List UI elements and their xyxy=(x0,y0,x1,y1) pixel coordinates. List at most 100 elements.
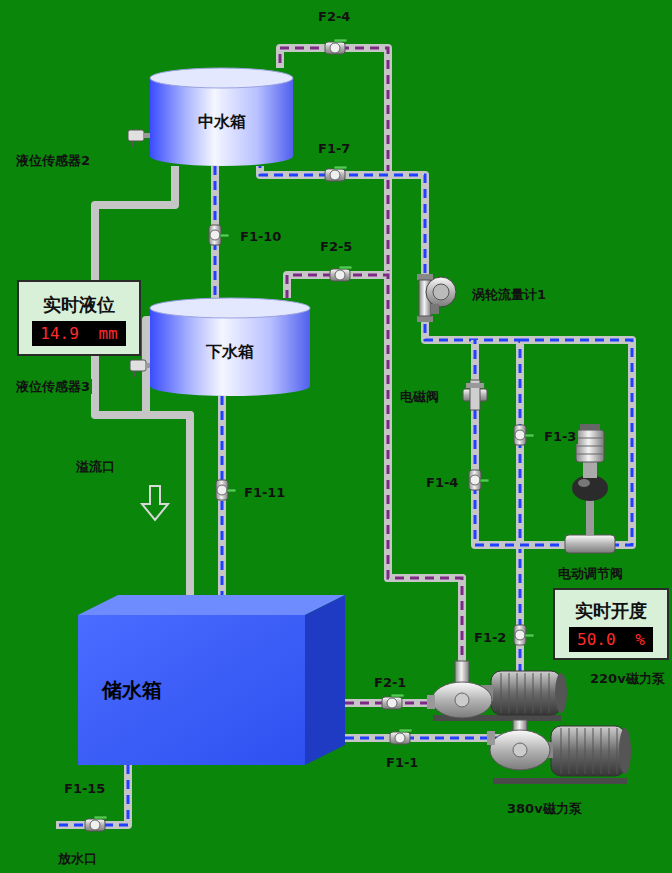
pipe-flow xyxy=(260,166,520,738)
cylinder-outline xyxy=(150,298,310,396)
sensor-body xyxy=(130,360,146,371)
pipe-body xyxy=(146,320,190,595)
turbine-flowmeter xyxy=(417,274,456,322)
tank-top xyxy=(150,298,310,318)
label-anchor: F1-1 xyxy=(384,752,420,771)
water-tank: 中水箱 xyxy=(150,68,293,166)
valve-label: F1-10 xyxy=(238,229,283,244)
label-anchor: 液位传感器3 xyxy=(14,376,92,396)
control-valve xyxy=(565,424,615,553)
pipe-body xyxy=(260,166,520,738)
hand-valve xyxy=(330,266,352,281)
solenoid-valve xyxy=(463,380,487,410)
label-anchor: 溢流口 xyxy=(74,456,117,476)
hand-valve xyxy=(216,480,236,500)
pipe xyxy=(280,48,462,703)
tank-name: 下水箱 xyxy=(206,342,254,363)
label-anchor: F2-4 xyxy=(316,6,352,25)
outlet-label: 放水口 xyxy=(56,851,99,866)
drain-pipe xyxy=(56,765,128,825)
diaphragm xyxy=(572,475,608,501)
text-group: 中水箱 xyxy=(198,112,246,133)
hand-valve xyxy=(514,425,534,445)
instrument-label: 电磁阀 xyxy=(398,389,441,404)
label-anchor: F1-4 xyxy=(424,472,460,491)
hand-valve xyxy=(469,470,489,490)
sensor-cable xyxy=(131,141,133,147)
motor xyxy=(551,726,625,776)
tank-top xyxy=(150,68,293,88)
actuator-fins xyxy=(576,438,604,454)
meter-dial xyxy=(433,284,449,300)
pump-head xyxy=(490,730,550,770)
label-anchor: F1-11 xyxy=(242,482,287,501)
sensor-label: 液位传感器3 xyxy=(14,379,92,394)
level-sensor xyxy=(128,130,150,147)
pipe xyxy=(475,340,632,545)
actuator-cap xyxy=(580,424,600,430)
tank-name: 中水箱 xyxy=(198,112,246,133)
opening-display: 实时开度50.0 % xyxy=(553,588,669,660)
level-sensor xyxy=(130,360,152,377)
label-anchor: 液位传感器2 xyxy=(14,150,92,170)
valve-label: F2-5 xyxy=(318,239,354,254)
valve-label: F1-1 xyxy=(384,755,420,770)
motor-end xyxy=(555,673,567,713)
pump-label: 220v磁力泵 xyxy=(588,671,667,686)
pump-label: 380v磁力泵 xyxy=(505,801,584,816)
text-group: 实时液位14.9 mm xyxy=(32,291,125,346)
pump-base xyxy=(493,778,627,784)
valve-label: F1-4 xyxy=(424,475,460,490)
tank-bottom xyxy=(150,146,293,166)
water-tank: 下水箱 xyxy=(150,298,310,396)
pipe-branch xyxy=(56,340,632,825)
sensor-stub xyxy=(146,363,152,368)
highlight xyxy=(578,479,590,487)
pipe-flow xyxy=(280,48,462,703)
valve-label: F2-1 xyxy=(372,675,408,690)
label-anchor: F1-2 xyxy=(472,627,508,646)
box-outline xyxy=(78,595,345,765)
tank-body xyxy=(150,78,293,156)
label-anchor: F1-15 xyxy=(62,778,107,797)
pump-eye xyxy=(455,693,469,707)
text-group: 下水箱 xyxy=(206,342,254,363)
tank-name: 储水箱 xyxy=(102,677,162,704)
label-anchor: F1-7 xyxy=(316,138,352,157)
motor-fins xyxy=(561,728,617,774)
pump-380v xyxy=(487,720,631,784)
label-anchor: F1-3 xyxy=(542,426,578,445)
cylinder-outline xyxy=(150,68,293,166)
display-heading: 实时液位 xyxy=(32,291,125,319)
flange xyxy=(417,316,433,322)
pump-eye xyxy=(513,743,527,757)
overflow-arrow xyxy=(142,486,168,520)
box-side xyxy=(305,595,345,765)
valve-label: F1-15 xyxy=(62,781,107,796)
flange xyxy=(417,274,433,280)
valve-label: F1-7 xyxy=(316,141,352,156)
motor-fins xyxy=(501,673,549,713)
hand-valve xyxy=(382,694,404,709)
label-anchor: 220v磁力泵 xyxy=(588,668,667,688)
pipe xyxy=(146,320,190,595)
pipe-body xyxy=(95,166,190,595)
valve-cap xyxy=(466,383,484,388)
pump-inlet xyxy=(487,731,495,745)
meter-head xyxy=(426,277,456,307)
text-group: 储水箱 xyxy=(102,677,162,704)
display-value: 14.9 mm xyxy=(32,321,125,346)
hand-valve xyxy=(325,166,347,181)
label-anchor: 380v磁力泵 xyxy=(505,798,584,818)
motor xyxy=(491,671,561,715)
display-heading: 实时开度 xyxy=(569,597,653,625)
pump-220v xyxy=(427,661,567,721)
outlet-label: 溢流口 xyxy=(74,459,117,474)
pipe-body xyxy=(280,48,462,703)
label-anchor: F1-10 xyxy=(238,226,283,245)
tank-body xyxy=(150,308,310,386)
sensor-label: 液位传感器2 xyxy=(14,153,92,168)
label-anchor: F2-1 xyxy=(372,672,408,691)
meter-neck xyxy=(431,304,439,314)
